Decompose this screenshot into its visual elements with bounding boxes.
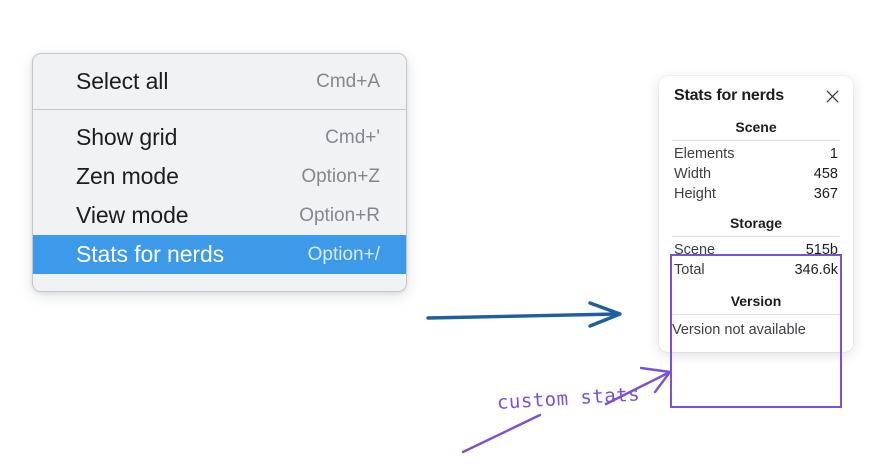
menu-item-shortcut: Option+/ — [307, 243, 380, 265]
stat-key: Total — [674, 262, 705, 278]
section-divider — [672, 314, 840, 315]
custom-stats-annotation-label: custom stats — [496, 383, 641, 414]
menu-section-primary: Select all Cmd+A — [33, 54, 406, 109]
stat-row: Width 458 — [659, 164, 853, 184]
menu-item-label: Select all — [76, 68, 169, 94]
menu-item-label: Zen mode — [76, 163, 179, 189]
blue-arrow-icon — [426, 301, 622, 328]
section-heading: Storage — [729, 215, 783, 231]
stat-value: 515b — [805, 242, 838, 258]
context-menu: Select all Cmd+A Show grid Cmd+' Zen mod… — [32, 53, 407, 292]
section-heading: Scene — [735, 119, 777, 135]
stat-value: 458 — [813, 166, 838, 182]
menu-item-shortcut: Option+R — [299, 204, 380, 226]
stat-key: Scene — [674, 242, 716, 258]
stat-row: Total 346.6k — [659, 260, 853, 280]
purple-arrow-icon — [604, 366, 672, 406]
menu-item-view-mode[interactable]: View mode Option+R — [33, 196, 406, 235]
stat-key: Width — [674, 166, 712, 182]
menu-item-shortcut: Cmd+A — [316, 70, 380, 92]
menu-item-shortcut: Option+Z — [301, 165, 380, 187]
menu-item-select-all[interactable]: Select all Cmd+A — [33, 62, 406, 101]
close-icon[interactable] — [824, 88, 840, 104]
menu-item-label: Stats for nerds — [76, 241, 225, 267]
stat-value: 367 — [813, 186, 838, 202]
section-divider — [672, 236, 840, 237]
menu-item-stats-for-nerds[interactable]: Stats for nerds Option+/ — [33, 235, 406, 274]
stats-for-nerds-panel: Stats for nerds Scene Elements 1 Width 4… — [659, 76, 853, 352]
menu-item-shortcut: Cmd+' — [325, 126, 380, 148]
menu-item-zen-mode[interactable]: Zen mode Option+Z — [33, 157, 406, 196]
menu-item-label: View mode — [76, 202, 189, 228]
stat-row: Scene 515b — [659, 240, 853, 260]
stats-section-version: Version Version not available — [659, 291, 853, 340]
stat-key: Elements — [674, 146, 735, 162]
stat-value: 346.6k — [794, 262, 838, 278]
menu-bottom-padding — [33, 274, 406, 291]
stat-row: Height 367 — [659, 184, 853, 204]
version-note: Version not available — [672, 322, 806, 338]
stat-value: 1 — [829, 146, 838, 162]
stats-section-scene: Scene Elements 1 Width 458 Height 367 — [659, 117, 853, 204]
menu-item-label: Show grid — [76, 124, 178, 150]
menu-section-view: Show grid Cmd+' Zen mode Option+Z View m… — [33, 109, 406, 291]
section-heading: Version — [730, 293, 782, 309]
section-divider — [672, 140, 840, 141]
stat-key: Height — [674, 186, 716, 202]
stats-section-storage: Storage Scene 515b Total 346.6k — [659, 213, 853, 280]
stats-panel-title: Stats for nerds — [674, 87, 784, 104]
menu-item-show-grid[interactable]: Show grid Cmd+' — [33, 118, 406, 157]
purple-underline-stroke-icon — [461, 413, 542, 454]
stat-row: Elements 1 — [659, 144, 853, 164]
stats-panel-header: Stats for nerds — [659, 87, 853, 105]
